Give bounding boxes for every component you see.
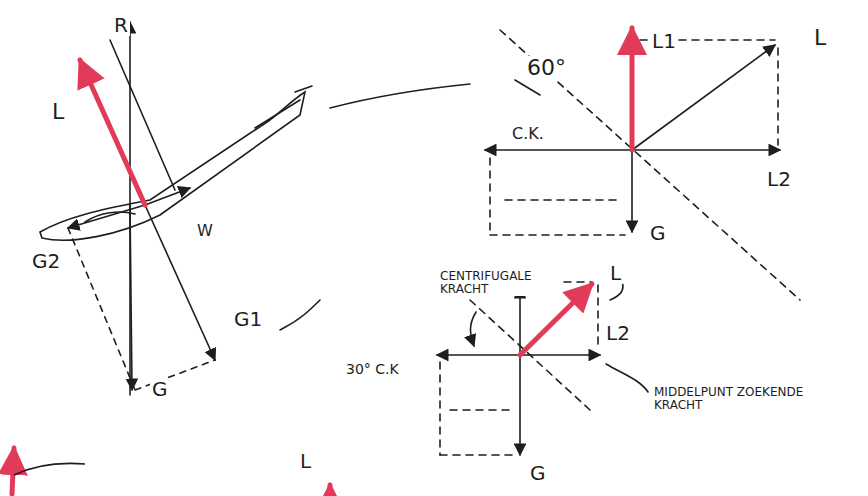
angle-label: 30° C.K	[344, 362, 401, 377]
callout-note: MIDDELPUNT ZOEKENDE KRACHT	[652, 386, 806, 412]
force-letter: R	[112, 14, 130, 36]
force-letter: G	[528, 462, 548, 484]
angle-label: 60°	[525, 56, 568, 80]
force-letter: L	[812, 26, 828, 50]
force-letter: L	[608, 262, 623, 284]
force-letter: G1	[232, 308, 264, 330]
force-letter: G	[150, 378, 170, 400]
force-letter: W	[195, 222, 215, 240]
force-letter: L2	[765, 168, 793, 190]
force-label: C.K.	[510, 125, 546, 143]
force-letter: L	[298, 450, 313, 472]
force-letter: L	[50, 100, 66, 124]
force-letter: L2	[604, 322, 632, 344]
force-letter: G	[648, 222, 668, 244]
callout-note: CENTRIFUGALE KRACHT	[438, 270, 560, 296]
force-letter: L1	[650, 30, 678, 52]
force-letter: G2	[30, 250, 62, 272]
